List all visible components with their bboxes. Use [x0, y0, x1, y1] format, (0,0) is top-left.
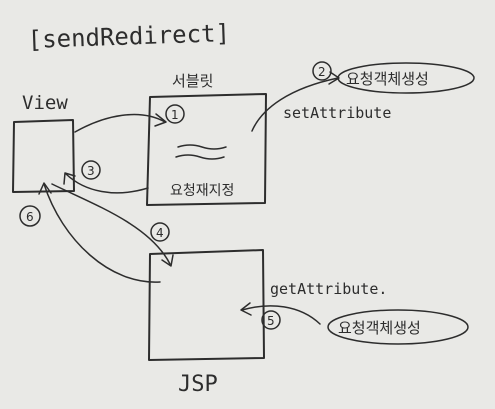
arrow-head-3 — [63, 172, 76, 185]
arrow-get-attribute — [241, 305, 321, 325]
step-3-number: 3 — [87, 164, 95, 178]
step-2-number: 2 — [318, 65, 326, 79]
step-3-circle — [81, 160, 101, 180]
create-request-object-text-2: 요청객체생성 — [338, 319, 421, 337]
step-4-number: 4 — [156, 226, 164, 240]
servlet-label: 서블릿 — [172, 72, 213, 90]
arrow-servlet-to-view — [65, 173, 149, 194]
arrow-head-6 — [38, 182, 52, 195]
step-6-number: 6 — [26, 210, 34, 224]
step-6-circle — [19, 205, 41, 227]
arrow-view-to-jsp — [51, 183, 171, 265]
view-box — [12, 119, 75, 193]
arrow-jsp-to-view — [43, 183, 161, 283]
arrow-head-4 — [161, 254, 174, 267]
arrow-view-to-servlet — [74, 113, 166, 133]
step-1-circle — [165, 104, 185, 124]
arrow-set-attribute — [251, 77, 339, 132]
step-1-number: 1 — [171, 108, 179, 122]
arrow-head-5 — [240, 302, 252, 316]
arrow-head-2 — [328, 71, 340, 85]
create-request-object-bubble-1 — [337, 62, 475, 94]
get-attribute-label: getAttribute. — [270, 280, 387, 298]
step-4-circle — [150, 222, 170, 242]
jsp-box — [148, 249, 265, 361]
servlet-note: 요청재지정 — [170, 183, 234, 199]
servlet-processing-lines — [175, 144, 227, 160]
step-5-number: 5 — [267, 314, 275, 328]
servlet-box — [146, 93, 267, 206]
arrow-head-1 — [154, 113, 167, 127]
set-attribute-label: setAttribute — [283, 104, 391, 122]
step-2-circle — [312, 61, 332, 81]
create-request-object-text-1: 요청객체생성 — [346, 70, 429, 88]
diagram-title: [sendRedirect] — [27, 19, 230, 54]
jsp-label: JSP — [178, 372, 218, 397]
create-request-object-bubble-2 — [327, 309, 469, 345]
step-5-circle — [261, 310, 281, 330]
view-label: View — [22, 92, 68, 114]
